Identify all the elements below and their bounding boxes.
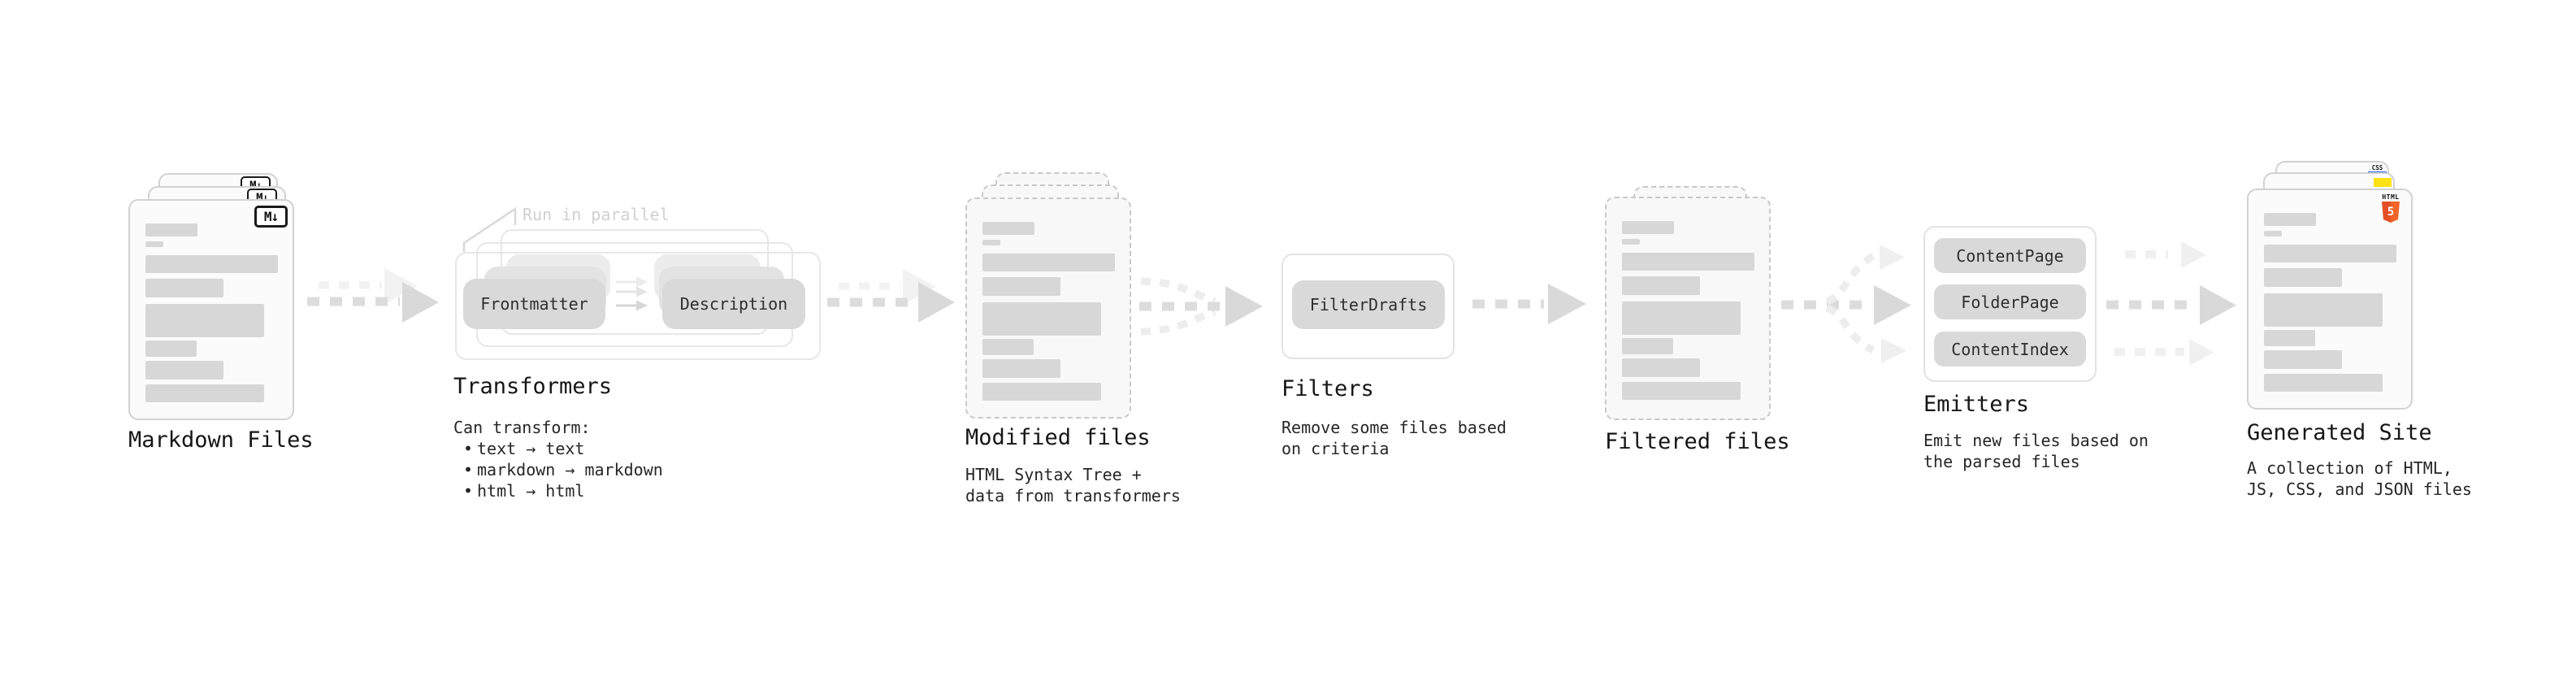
- doc-text-bar: [1622, 382, 1741, 400]
- doc-text-bar: [1622, 358, 1700, 377]
- doc-text-bar: [2264, 293, 2383, 327]
- filtered-file-card: [1605, 197, 1771, 420]
- stage-title: Filters: [1281, 376, 1374, 401]
- doc-text-bar: [145, 279, 223, 297]
- desc-bullet: •html → html: [463, 481, 585, 501]
- desc-line: Emit new files based on: [1923, 431, 2149, 450]
- transformer-frame-front: [455, 252, 821, 360]
- doc-text-bar: [2264, 268, 2342, 287]
- doc-text-bar: [1622, 338, 1673, 354]
- doc-text-bar: [145, 304, 264, 337]
- js-file-icon: [2374, 178, 2392, 187]
- arrow-modified-to-filters: [1139, 277, 1263, 336]
- doc-text-bar: [1622, 301, 1741, 335]
- doc-text-bar: [145, 340, 197, 357]
- markdown-icon: M↓: [254, 206, 288, 228]
- stage-title: Filtered files: [1605, 429, 1790, 454]
- desc-bullet: •markdown → markdown: [463, 460, 663, 479]
- arrow-markdown-to-transformers: [307, 268, 439, 323]
- stage-title: Modified files: [965, 425, 1151, 450]
- stage-title: Emitters: [1923, 392, 2030, 417]
- stage-title: Markdown Files: [128, 427, 314, 453]
- desc-line: on criteria: [1281, 439, 1390, 458]
- doc-text-bar: [1622, 239, 1640, 245]
- arrow-filtered-to-emitters: [1781, 245, 1911, 363]
- html5-file-icon: HTML 5: [2380, 194, 2401, 223]
- stage-description: A collection of HTML, JS, CSS, and JSON …: [2247, 458, 2472, 500]
- desc-bullet: •text → text: [463, 439, 585, 458]
- contentpage-pill: ContentPage: [1934, 238, 2086, 273]
- doc-text-bar: [1622, 253, 1754, 271]
- doc-text-bar: [982, 222, 1034, 235]
- doc-text-bar: [2264, 330, 2315, 346]
- modified-file-card: [965, 197, 1131, 419]
- generated-file-card: HTML 5: [2247, 189, 2413, 410]
- html5-shield: 5: [2382, 202, 2400, 223]
- stage-title: Generated Site: [2247, 420, 2432, 445]
- desc-line: data from transformers: [965, 486, 1181, 505]
- doc-text-bar: [982, 254, 1115, 271]
- doc-text-bar: [2264, 245, 2396, 262]
- arrow-transformers-to-modified: [827, 269, 955, 323]
- doc-text-bar: [982, 339, 1034, 355]
- doc-text-bar: [145, 241, 163, 247]
- stage-description: Emit new files based on the parsed files: [1923, 430, 2149, 472]
- doc-text-bar: [982, 383, 1101, 401]
- stage-description: HTML Syntax Tree + data from transformer…: [965, 464, 1181, 506]
- run-in-parallel-leader-line: [462, 206, 517, 252]
- run-in-parallel-label: Run in parallel: [523, 205, 670, 224]
- contentindex-pill: ContentIndex: [1934, 332, 2086, 367]
- arrow-emitters-to-generated: [2106, 241, 2236, 366]
- markdown-file-card: M↓: [128, 199, 294, 420]
- frontmatter-pill: Frontmatter: [463, 279, 605, 329]
- filterdrafts-pill: FilterDrafts: [1292, 280, 1445, 329]
- desc-line: A collection of HTML,: [2247, 458, 2452, 478]
- stage-description: Remove some files based on criteria: [1281, 417, 1507, 459]
- doc-text-bar: [2264, 374, 2383, 392]
- doc-text-bar: [1622, 276, 1700, 295]
- desc-line: the parsed files: [1923, 452, 2080, 471]
- doc-text-bar: [145, 384, 264, 402]
- doc-text-bar: [2264, 213, 2316, 226]
- doc-text-bar: [2264, 231, 2282, 236]
- desc-line: Remove some files based: [1281, 418, 1507, 437]
- desc-line: Can transform:: [453, 418, 591, 437]
- stage-description: Can transform: •text → text •markdown → …: [453, 417, 663, 501]
- doc-text-bar: [145, 361, 223, 380]
- doc-text-bar: [145, 255, 278, 273]
- doc-text-bar: [982, 359, 1060, 378]
- arrow-filters-to-filtered: [1472, 284, 1586, 324]
- doc-text-bar: [2264, 350, 2342, 369]
- description-pill: Description: [662, 279, 805, 329]
- folderpage-pill: FolderPage: [1934, 284, 2086, 319]
- doc-text-bar: [982, 277, 1060, 296]
- doc-text-bar: [982, 240, 1000, 245]
- transformer-pill-arrows: [616, 276, 648, 311]
- doc-text-bar: [145, 223, 197, 236]
- doc-text-bar: [1622, 221, 1674, 234]
- stage-title: Transformers: [453, 374, 613, 399]
- desc-line: JS, CSS, and JSON files: [2247, 479, 2472, 499]
- desc-line: HTML Syntax Tree +: [965, 465, 1142, 484]
- doc-text-bar: [982, 302, 1101, 336]
